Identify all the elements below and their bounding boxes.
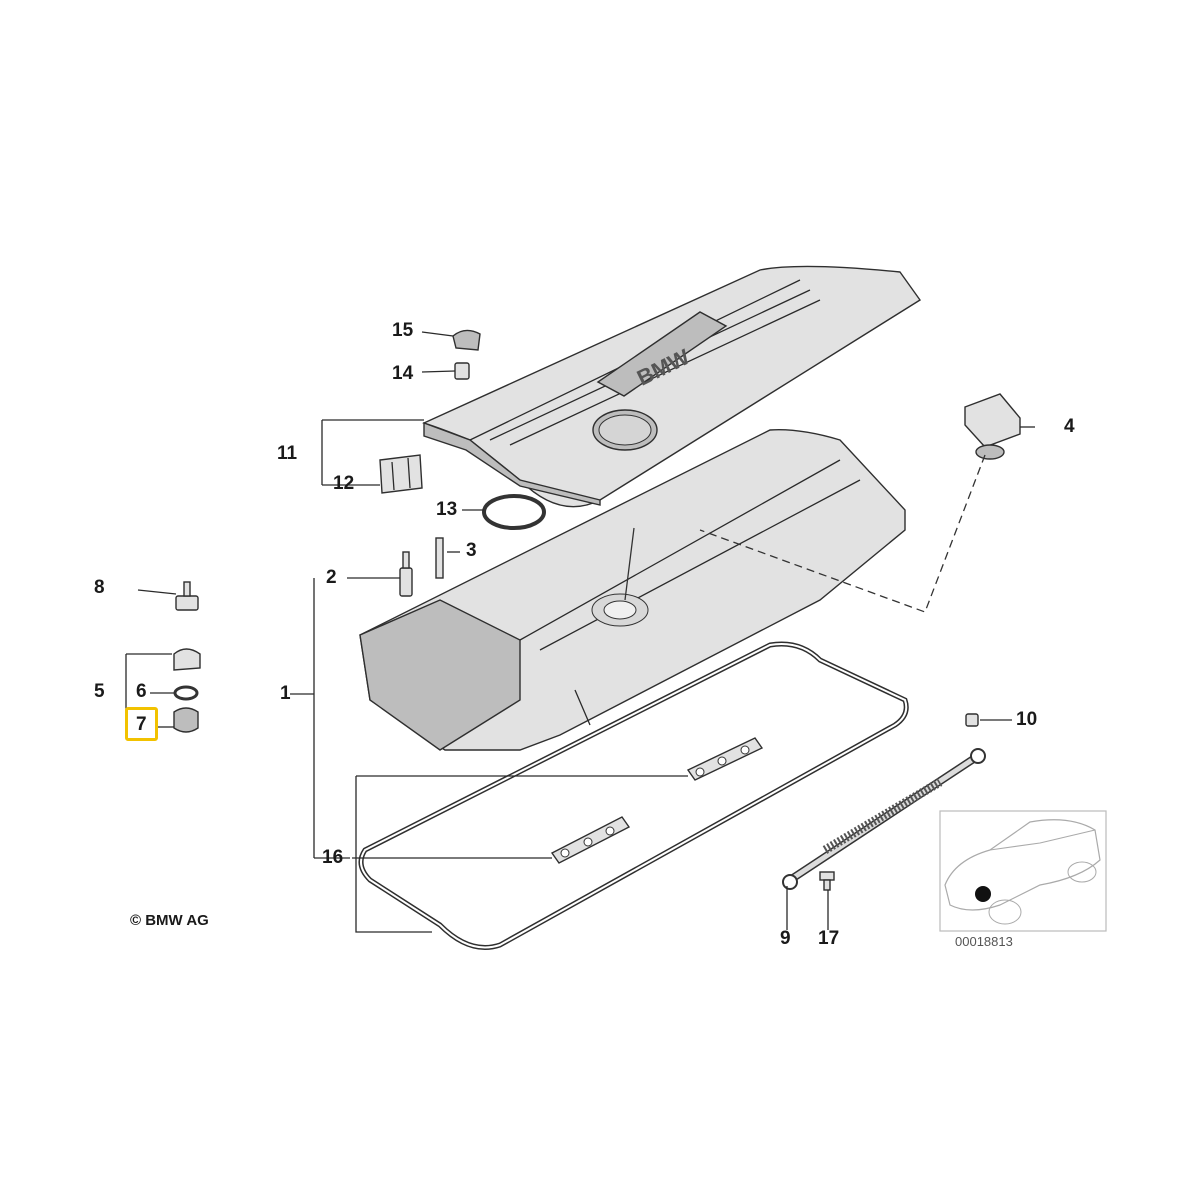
callout-16[interactable]: 16 — [322, 847, 344, 868]
callout-4[interactable]: 4 — [1064, 416, 1075, 437]
spark-plug-gasket-upper — [686, 737, 764, 781]
callout-9[interactable]: 9 — [780, 928, 791, 949]
part-12-clip — [379, 454, 423, 494]
part-14-nut — [454, 362, 470, 380]
part-2-stud — [399, 551, 413, 597]
engine-cover: BMW — [422, 265, 922, 508]
diagram-id: 00018813 — [955, 934, 1013, 949]
leader-lines — [125, 331, 1035, 933]
part-15-cap — [452, 329, 481, 351]
callout-1[interactable]: 1 — [280, 683, 291, 704]
callout-8[interactable]: 8 — [94, 577, 105, 598]
copyright-label: © BMW AG — [130, 912, 209, 929]
part-3-bolt — [435, 537, 444, 579]
callout-12[interactable]: 12 — [333, 473, 355, 494]
part-9-ground-strap — [782, 748, 986, 890]
callout-17[interactable]: 17 — [818, 928, 840, 949]
callout-14[interactable]: 14 — [392, 363, 414, 384]
callout-7-highlighted[interactable]: 7 — [125, 707, 158, 741]
spark-plug-gasket-lower — [550, 816, 631, 864]
callout-13[interactable]: 13 — [436, 499, 458, 520]
callout-2[interactable]: 2 — [326, 567, 337, 588]
part-10-nut — [965, 713, 979, 727]
callout-6[interactable]: 6 — [136, 681, 147, 702]
part-4-oil-cap — [964, 393, 1021, 460]
part-5-cap — [173, 648, 201, 671]
part-13-seal-ring — [482, 494, 546, 530]
callout-15[interactable]: 15 — [392, 320, 414, 341]
callout-5[interactable]: 5 — [94, 681, 105, 702]
part-6-washer — [173, 685, 199, 701]
part-8-sensor — [175, 581, 199, 611]
bmw-car-locator-icon — [939, 810, 1107, 932]
callout-11[interactable]: 11 — [277, 443, 298, 464]
part-7-grommet — [173, 707, 199, 733]
valve-cover — [359, 429, 906, 751]
callout-10[interactable]: 10 — [1016, 709, 1038, 730]
callout-3[interactable]: 3 — [466, 540, 477, 561]
part-17-bolt — [819, 871, 835, 891]
